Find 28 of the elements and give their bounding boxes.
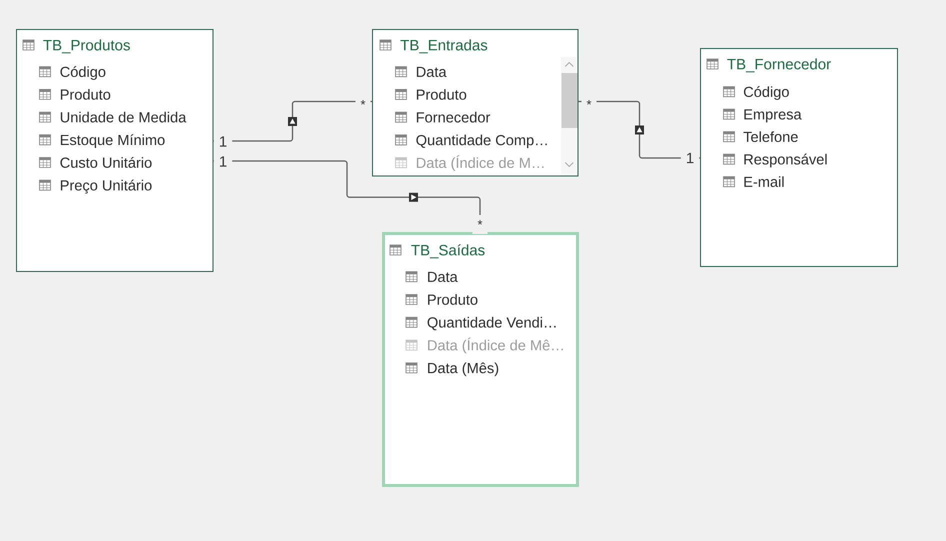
field-name: Data xyxy=(416,66,447,78)
field-name: Estoque Mínimo xyxy=(60,134,165,148)
field-name: Data xyxy=(428,272,458,282)
cardinality-label: * xyxy=(355,98,371,111)
table-title: TB_Entradas xyxy=(400,39,488,54)
field-name: Responsável xyxy=(744,154,827,168)
field-name: Custo Unitário xyxy=(60,156,152,168)
field-name: Quantidade Vendi… xyxy=(428,316,556,330)
field-name: Data (Índice de Mê… xyxy=(428,338,563,354)
table-title: TB_Fornecedor xyxy=(727,58,831,72)
field-name: Produto xyxy=(60,89,110,100)
field-name: Código xyxy=(60,66,106,80)
field-name: Data (Mês) xyxy=(428,362,498,376)
field-name: Produto xyxy=(428,294,478,305)
field-name: Data (Índice de M… xyxy=(416,155,544,171)
table-title: TB_Produtos xyxy=(43,39,130,54)
field-name: Quantidade Comp… xyxy=(416,134,547,148)
field-name: Produto xyxy=(416,89,466,100)
cardinality-label: * xyxy=(581,98,597,111)
field-name: Código xyxy=(744,86,789,100)
field-name: E-mail xyxy=(744,176,784,188)
table-title: TB_Saídas xyxy=(411,244,485,258)
field-name: Preço Unitário xyxy=(60,180,152,194)
field-name: Telefone xyxy=(744,131,798,142)
cardinality-label: * xyxy=(472,215,488,234)
field-name: Unidade de Medida xyxy=(60,112,186,122)
field-name: Empresa xyxy=(744,109,802,122)
field-name: Fornecedor xyxy=(416,112,490,123)
